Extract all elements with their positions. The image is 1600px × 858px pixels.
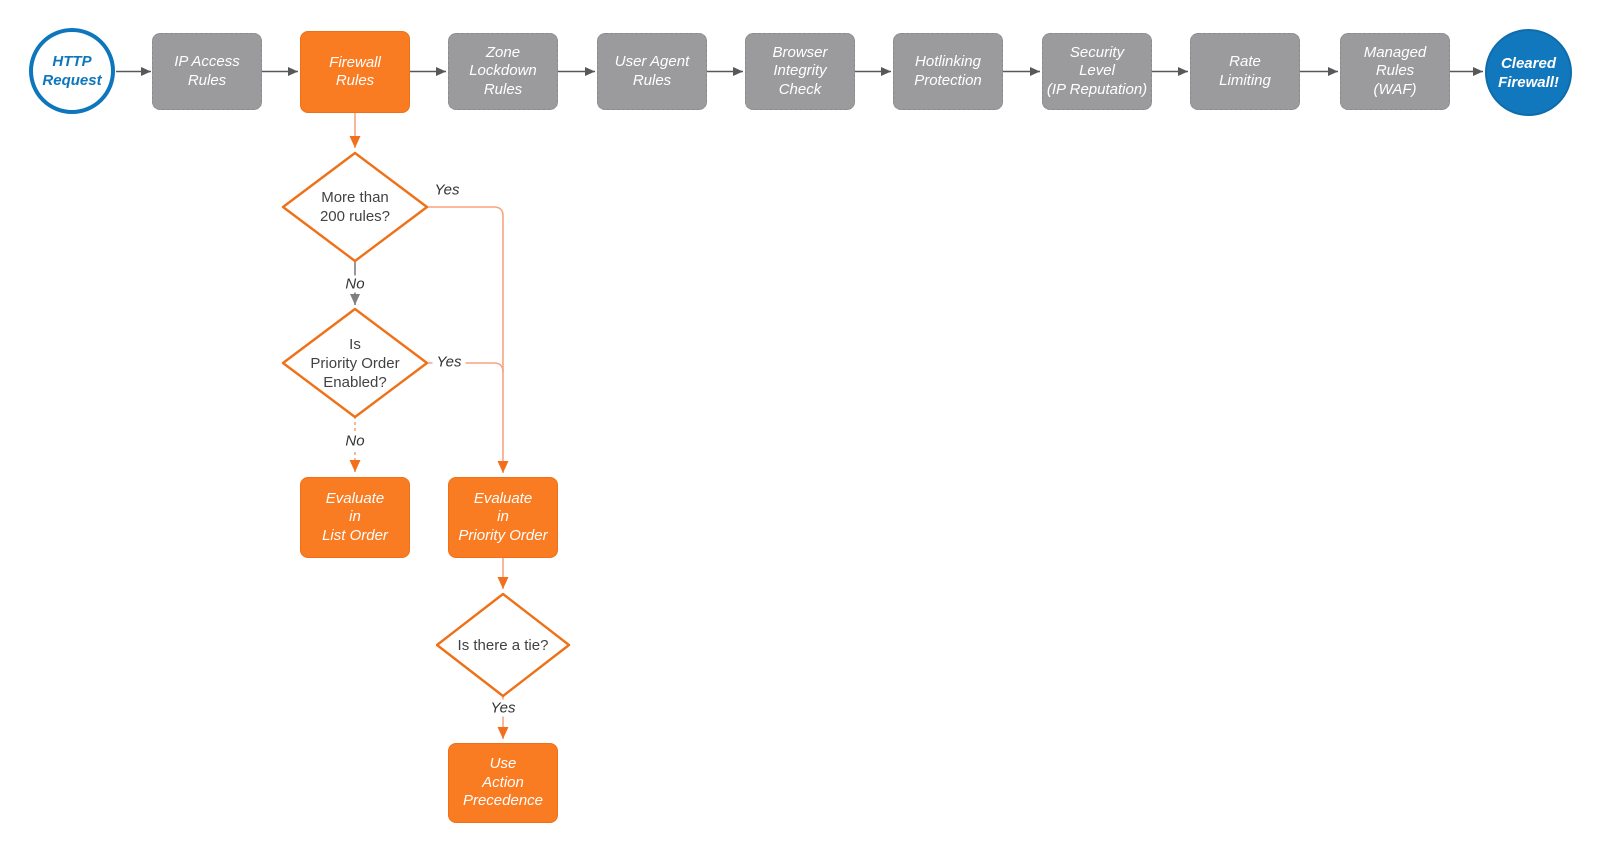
decision-label: Is there a tie? xyxy=(457,636,549,654)
decision-is-there-a-tie: Is there a tie? xyxy=(435,592,571,698)
diamond-shape xyxy=(281,151,429,263)
diamond-shape xyxy=(435,592,571,698)
edge-label-no-decision2: No xyxy=(341,432,369,450)
edge-label-yes-decision1: Yes xyxy=(430,181,464,199)
diamond-shape xyxy=(281,307,429,419)
edge-decision1-yes xyxy=(427,206,509,473)
edge-label-yes-decision2: Yes xyxy=(432,353,466,371)
edge-label-yes-decision3: Yes xyxy=(486,699,520,717)
edge-label-no-decision1: No xyxy=(341,275,369,293)
